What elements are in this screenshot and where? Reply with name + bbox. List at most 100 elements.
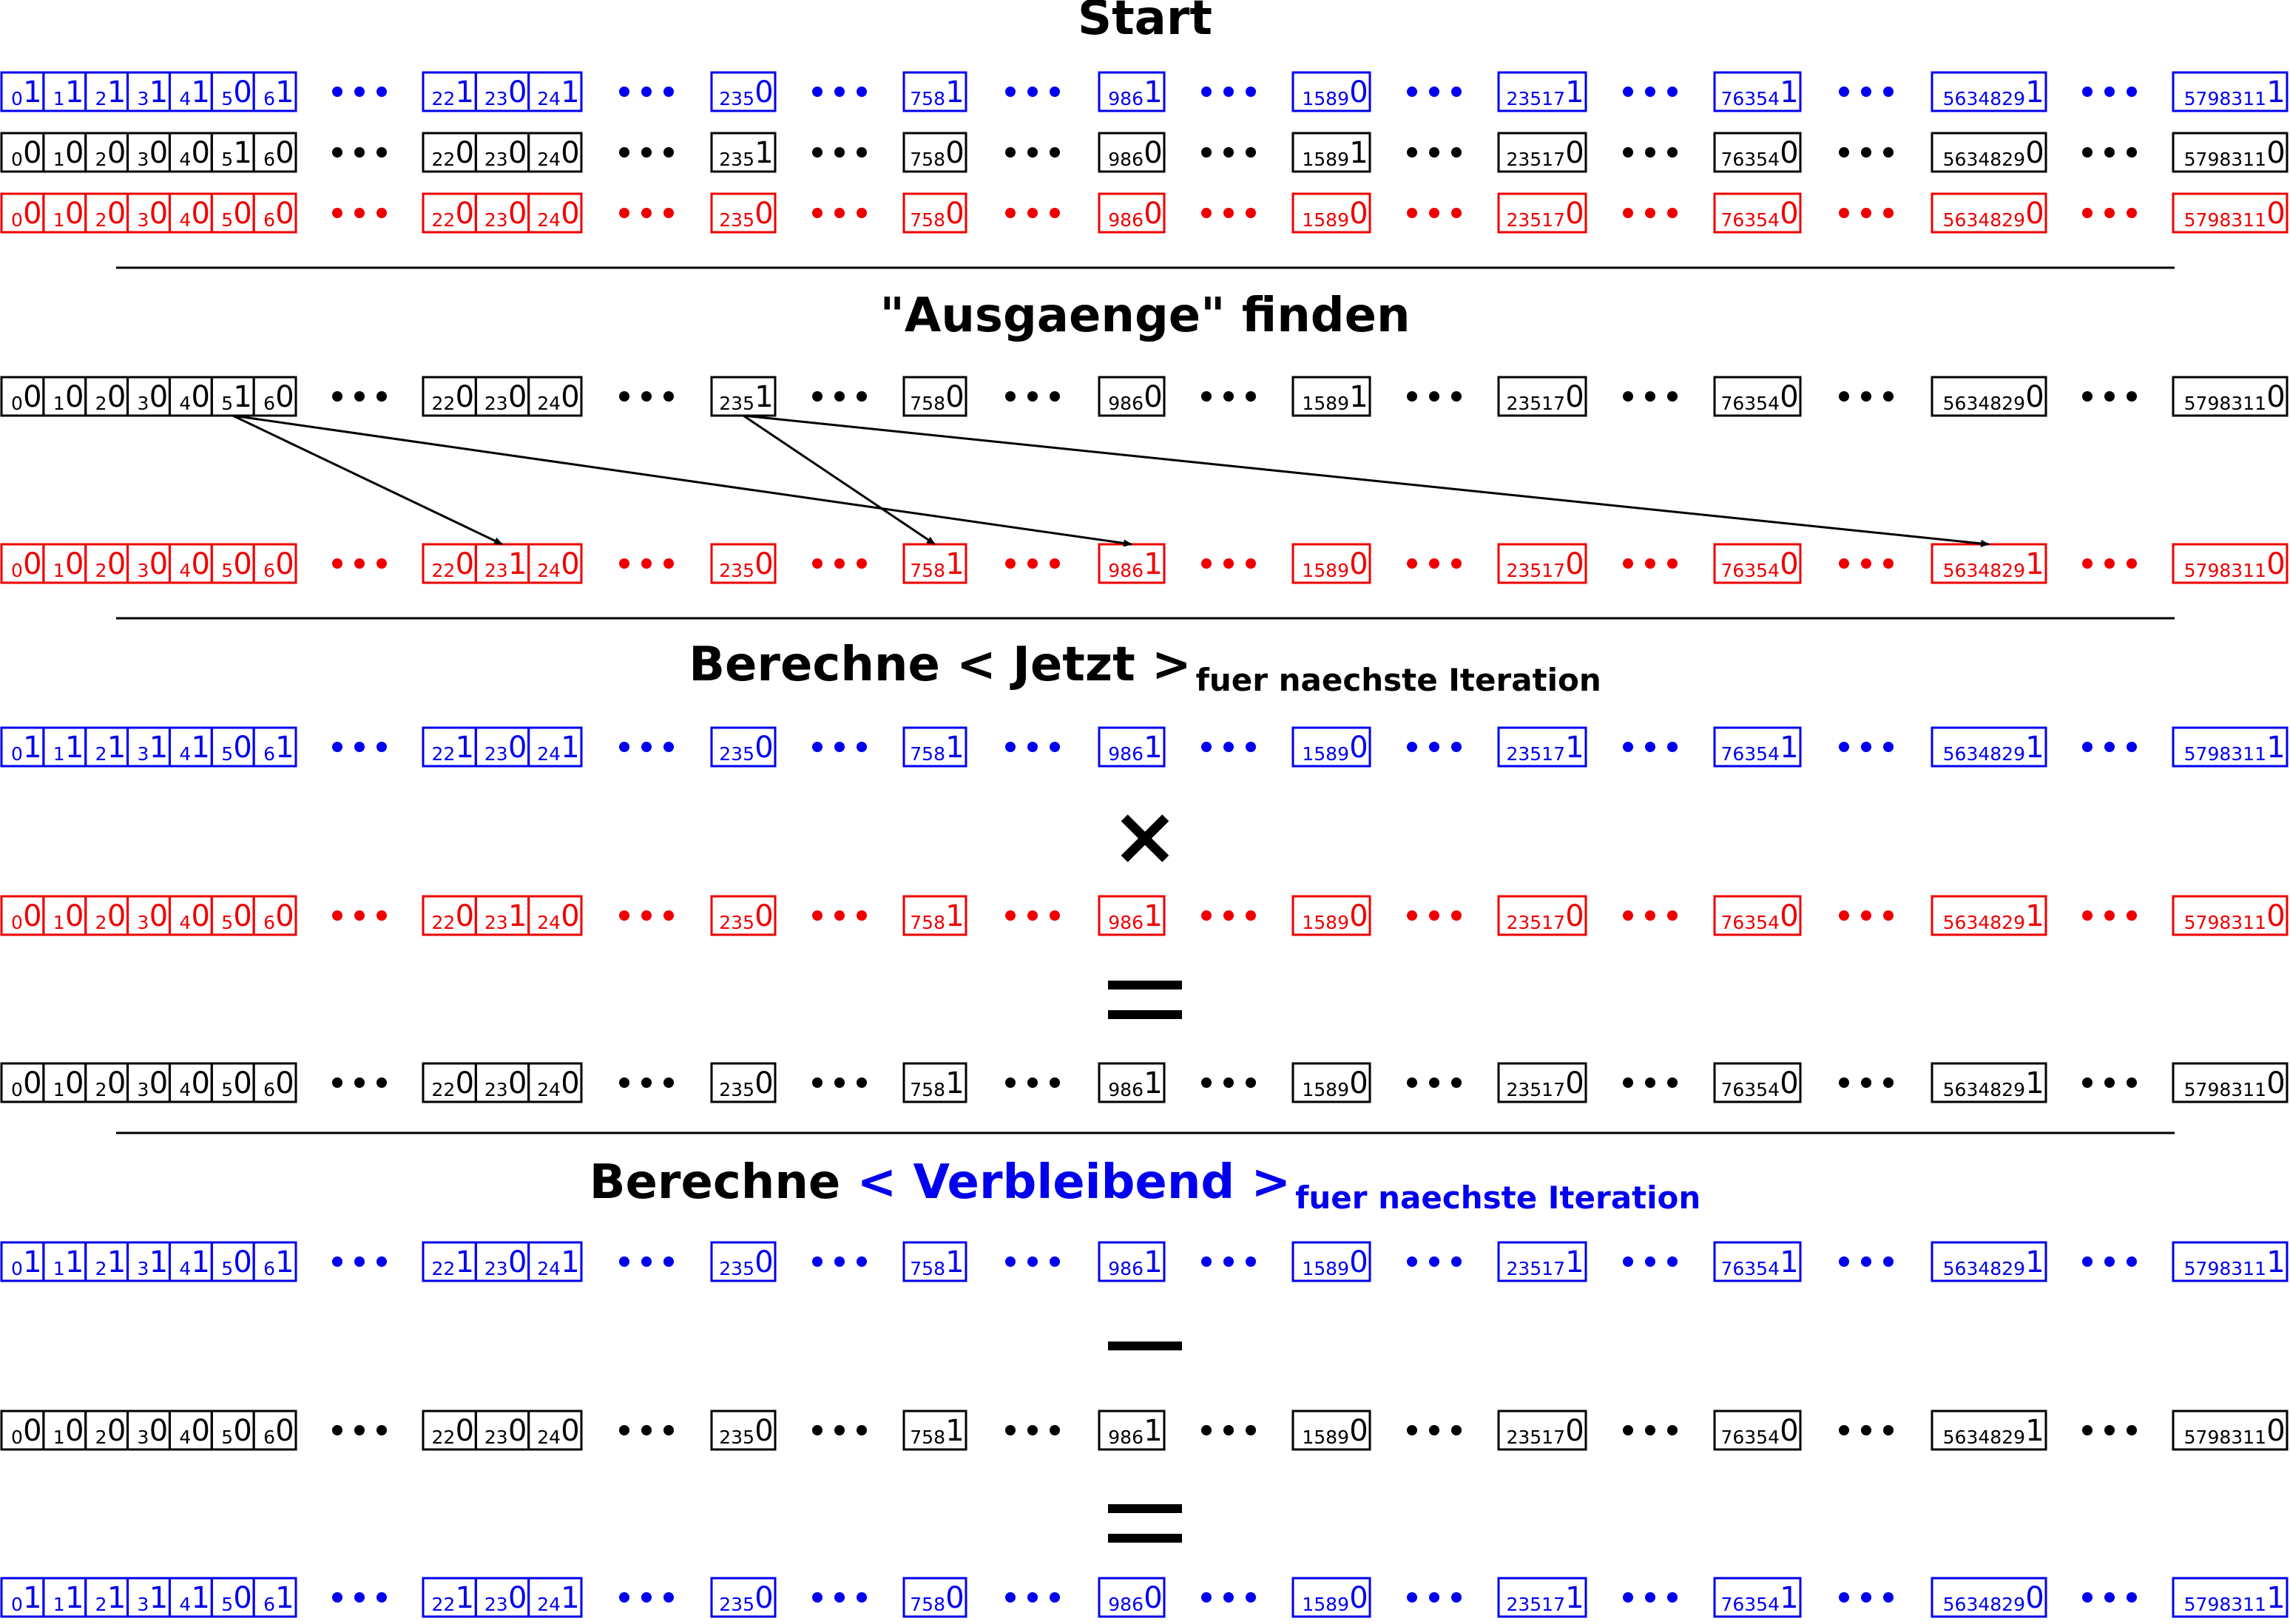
ellipsis-dot: [1027, 1425, 1038, 1435]
ellipsis-dot: [1027, 558, 1038, 569]
ellipsis-dot: [1839, 1425, 1849, 1435]
ellipsis-dot: [2127, 391, 2137, 402]
ellipsis-dot: [1407, 147, 1417, 158]
bit-value: 0: [561, 1414, 579, 1448]
ellipsis-dot: [1645, 742, 1655, 752]
ellipsis: [1201, 910, 1256, 921]
bit-value: 1: [1780, 1581, 1798, 1615]
ellipsis-dot: [834, 1425, 845, 1435]
ellipsis-dot: [2104, 208, 2115, 218]
bit-value: 0: [233, 1066, 251, 1100]
ellipsis-dot: [2082, 1592, 2093, 1603]
bit-value: 0: [1349, 547, 1368, 581]
ellipsis-dot: [663, 1256, 674, 1267]
ellipsis: [332, 87, 387, 97]
ellipsis-dot: [1223, 147, 1234, 158]
bit-index: 986: [1108, 149, 1144, 170]
ellipsis-dot: [1667, 87, 1678, 97]
ellipsis-dot: [1050, 208, 1060, 218]
ellipsis-dot: [641, 1425, 652, 1435]
ellipsis-dot: [857, 558, 867, 569]
bit-value: 0: [2025, 380, 2044, 414]
ellipsis-dot: [1451, 1077, 1462, 1088]
ellipsis-dot: [1027, 1077, 1038, 1088]
bit-value: 0: [754, 547, 773, 581]
ellipsis-dot: [1050, 1425, 1060, 1435]
bit-value: 0: [1565, 380, 1584, 414]
ellipsis-dot: [619, 87, 629, 97]
ellipsis-dot: [1861, 391, 1871, 402]
bit-index: 3: [138, 209, 149, 231]
bit-index: 76354: [1720, 912, 1780, 933]
ellipsis-dot: [1451, 1592, 1462, 1603]
bit-index: 2: [95, 149, 107, 170]
bit-index: 1589: [1302, 209, 1349, 231]
ellipsis-dot: [1246, 147, 1256, 158]
ellipsis: [332, 1256, 387, 1267]
ellipsis-dot: [1839, 1077, 1849, 1088]
ellipsis-dot: [1861, 1425, 1871, 1435]
bit-cell-border: [710, 543, 777, 584]
ellipsis-dot: [619, 1077, 629, 1088]
bit-cell-border: [527, 1410, 583, 1451]
bit-value: 0: [456, 547, 474, 581]
bit-value: 0: [65, 380, 84, 414]
bit-value: 1: [1780, 75, 1798, 109]
bit-cell-border: [1098, 132, 1166, 173]
bit-index: 986: [1108, 393, 1144, 414]
bit-cell-border: [1291, 376, 1371, 417]
bit-value: 0: [107, 899, 126, 933]
ellipsis-dot: [857, 1592, 867, 1603]
bit-index: 3: [138, 149, 149, 170]
bit-cell-border: [1931, 1410, 2047, 1451]
ellipsis: [812, 147, 867, 158]
bit-index: 23: [484, 912, 508, 933]
ellipsis-dot: [1027, 208, 1038, 218]
bit-value: 1: [107, 1245, 126, 1279]
ellipsis-dot: [376, 558, 387, 569]
bit-index: 5: [221, 743, 233, 765]
ellipsis: [1839, 147, 1894, 158]
bit-cell-border: [252, 726, 297, 768]
bit-index: 5: [221, 393, 233, 414]
ellipsis-dot: [1451, 208, 1462, 218]
ellipsis-dot: [1429, 147, 1439, 158]
ellipsis-dot: [1005, 208, 1016, 218]
ellipsis-dot: [1883, 87, 1894, 97]
bit-value: 0: [107, 1066, 126, 1100]
ellipsis-dot: [1246, 1425, 1256, 1435]
bit-cell-border: [902, 376, 967, 417]
ellipsis-dot: [1451, 1425, 1462, 1435]
ellipsis: [1839, 910, 1894, 921]
ellipsis-dot: [641, 1592, 652, 1603]
bit-index: 1: [53, 393, 65, 414]
ellipsis-dot: [1201, 87, 1212, 97]
ellipsis: [2082, 1425, 2137, 1435]
ellipsis-dot: [1005, 391, 1016, 402]
bit-index: 5634829: [1943, 1427, 2025, 1448]
